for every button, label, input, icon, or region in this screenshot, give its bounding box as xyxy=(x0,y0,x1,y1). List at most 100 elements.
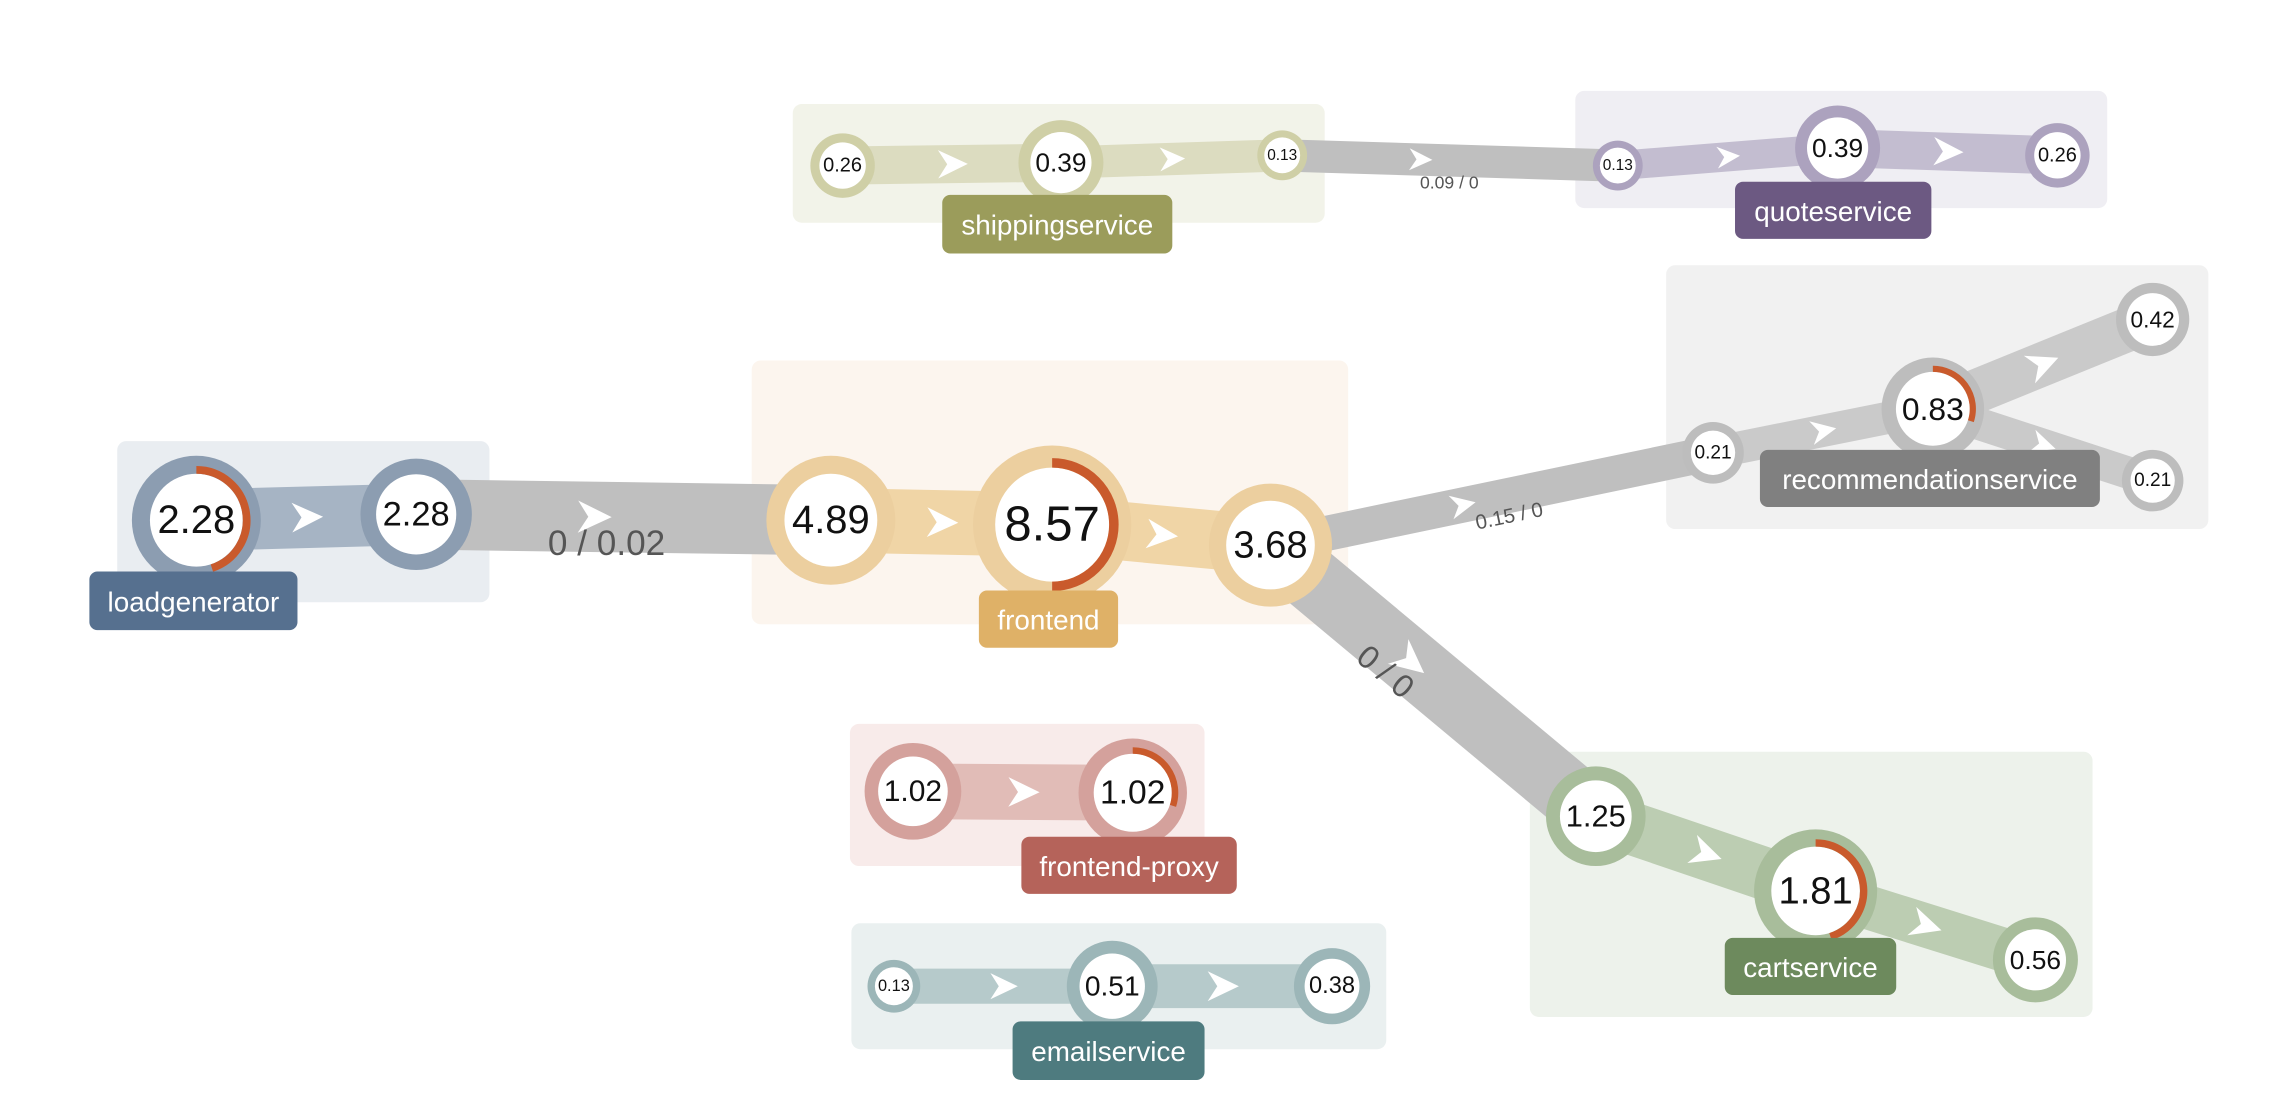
service-name: frontend-proxy xyxy=(1039,851,1219,882)
edge-label: 0 / 0.02 xyxy=(548,524,665,563)
node-rs3[interactable]: 0.42 xyxy=(2116,282,2190,357)
service-tag-emailservice[interactable]: emailservice xyxy=(1012,1021,1205,1080)
link-arrow xyxy=(1008,777,1040,807)
node-face xyxy=(1226,500,1315,590)
node-sh2[interactable]: 0.39 xyxy=(1018,120,1104,206)
service-tag-frontend[interactable]: frontend xyxy=(978,590,1119,648)
node-es1[interactable]: 0.13 xyxy=(867,959,921,1013)
node-es2[interactable]: 0.51 xyxy=(1066,940,1158,1032)
link-arrow xyxy=(291,502,324,533)
link-arrow xyxy=(926,507,959,537)
node-error-arc xyxy=(1052,458,1119,592)
node-rs1[interactable]: 0.21 xyxy=(1682,422,1744,484)
node-face xyxy=(1304,958,1360,1014)
service-tag-background[interactable] xyxy=(978,590,1119,648)
node-face xyxy=(2126,293,2180,346)
nodes: 2.28 2.28 4.89 8.57 3.68 0.26 0.39 0.13 0.13 0.39… xyxy=(131,105,2190,1032)
node-value: 2.28 xyxy=(157,498,235,542)
node-face xyxy=(376,474,457,555)
node-face xyxy=(1093,753,1172,832)
service-name: emailservice xyxy=(1031,1036,1186,1067)
node-value: 0.38 xyxy=(1309,973,1355,999)
link-arrow xyxy=(1145,518,1178,549)
service-tag-frontend-proxy[interactable]: frontend-proxy xyxy=(1021,836,1237,894)
node-qs1[interactable]: 0.13 xyxy=(1592,140,1643,191)
link-arrow xyxy=(1809,421,1837,445)
service-tag-background[interactable] xyxy=(1735,181,1932,239)
node-value: 3.68 xyxy=(1233,524,1307,567)
service-tag-background[interactable] xyxy=(1724,937,1897,995)
node-face xyxy=(1895,371,1970,446)
service-tag-background[interactable] xyxy=(1012,1021,1205,1080)
node-value: 0.26 xyxy=(2038,144,2077,166)
link-arrow xyxy=(2023,355,2059,384)
node-value: 0.39 xyxy=(1035,148,1086,178)
node-lg2[interactable]: 2.28 xyxy=(360,458,472,571)
edge-arrow xyxy=(1448,495,1476,520)
edge-label: 0.09 / 0 xyxy=(1420,172,1479,192)
service-tag-shippingservice[interactable]: shippingservice xyxy=(942,194,1173,254)
node-es3[interactable]: 0.38 xyxy=(1293,948,1371,1025)
service-tag-background[interactable] xyxy=(1021,836,1237,894)
node-face xyxy=(1690,430,1736,475)
node-rs4[interactable]: 0.21 xyxy=(2121,449,2184,512)
edge-line[interactable] xyxy=(1249,520,1617,841)
node-fe3[interactable]: 3.68 xyxy=(1208,483,1333,607)
node-sh3[interactable]: 0.13 xyxy=(1257,130,1308,181)
service-tag-cartservice[interactable]: cartservice xyxy=(1724,937,1897,995)
node-face xyxy=(2004,929,2067,991)
node-value: 0.13 xyxy=(1603,157,1633,174)
service-name: quoteservice xyxy=(1754,196,1912,227)
node-value: 0.13 xyxy=(878,977,910,995)
node-face xyxy=(819,142,866,189)
service-name: recommendationservice xyxy=(1782,464,2077,495)
service-tag-quoteservice[interactable]: quoteservice xyxy=(1735,181,1932,239)
service-tag-background[interactable] xyxy=(1759,449,2100,508)
link-arrow xyxy=(1716,146,1740,169)
edge-line[interactable] xyxy=(415,479,832,556)
node-value: 1.02 xyxy=(1100,774,1165,811)
node-error-arc xyxy=(1932,365,1976,423)
node-value: 0.83 xyxy=(1902,391,1964,427)
edge-arrow xyxy=(1409,148,1433,171)
service-name: loadgenerator xyxy=(108,586,280,617)
link-arrow xyxy=(1687,834,1722,863)
node-face xyxy=(995,467,1110,582)
node-face xyxy=(1079,953,1145,1019)
node-value: 2.28 xyxy=(383,495,450,533)
link-arrow xyxy=(1933,137,1964,166)
edge-arrow xyxy=(577,500,612,533)
edge-lg2-fe1[interactable]: 0 / 0.02 xyxy=(415,479,832,563)
service-tag-background[interactable] xyxy=(89,571,298,631)
node-fp1[interactable]: 1.02 xyxy=(864,742,962,840)
node-qs3[interactable]: 0.26 xyxy=(2025,123,2090,188)
node-qs2[interactable]: 0.39 xyxy=(1795,105,1881,191)
node-sh1[interactable]: 0.26 xyxy=(810,133,875,198)
edge-sh3-qs1[interactable]: 0.09 / 0 xyxy=(1281,139,1619,192)
node-value: 0.42 xyxy=(2131,306,2175,332)
node-value: 0.21 xyxy=(2134,470,2171,491)
link-arrow xyxy=(1159,147,1186,172)
node-rs2[interactable]: 0.83 xyxy=(1881,357,1985,461)
edge-line[interactable] xyxy=(1281,139,1619,182)
node-fe2[interactable]: 8.57 xyxy=(973,445,1132,604)
node-lg1[interactable]: 2.28 xyxy=(131,455,261,585)
node-cs1[interactable]: 1.25 xyxy=(1545,766,1646,867)
node-value: 0.26 xyxy=(823,155,862,177)
node-error-arc xyxy=(1132,747,1179,807)
node-cs2[interactable]: 1.81 xyxy=(1754,829,1878,953)
service-tag-recommendationservice[interactable]: recommendationservice xyxy=(1759,449,2100,508)
link-arrow xyxy=(1907,906,1942,936)
node-face xyxy=(1030,132,1092,194)
node-fp2[interactable]: 1.02 xyxy=(1078,738,1187,847)
node-fe1[interactable]: 4.89 xyxy=(766,455,896,585)
edge-line[interactable] xyxy=(1266,435,1717,563)
link-arrow xyxy=(990,973,1018,1000)
service-tag-background[interactable] xyxy=(942,194,1173,254)
link-arrow xyxy=(1207,971,1239,1002)
edge-fe3-cs1[interactable]: 0 / 0 xyxy=(1249,520,1617,841)
service-tag-loadgenerator[interactable]: loadgenerator xyxy=(89,571,298,631)
node-face xyxy=(2130,458,2175,503)
node-cs3[interactable]: 0.56 xyxy=(1992,917,2078,1003)
node-value: 1.81 xyxy=(1778,869,1852,912)
